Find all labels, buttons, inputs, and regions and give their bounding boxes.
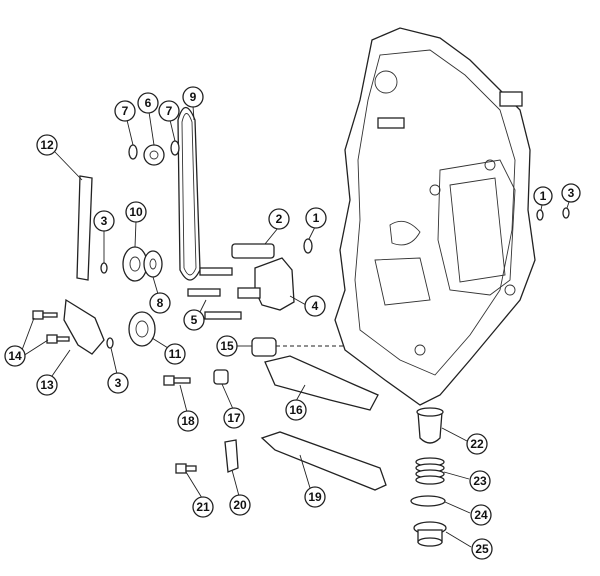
callout-25: 25: [471, 538, 493, 560]
svg-text:11: 11: [169, 347, 182, 361]
svg-text:14: 14: [8, 349, 22, 363]
callout-13: 13: [36, 374, 58, 396]
bushing-17: [213, 369, 229, 385]
callout-6: 6: [137, 92, 159, 114]
plate-13: [63, 298, 105, 355]
spring-23: [415, 457, 445, 485]
bolt-18: [163, 375, 191, 386]
pin-2: [231, 243, 275, 259]
svg-text:9: 9: [190, 90, 197, 104]
svg-text:10: 10: [129, 205, 143, 219]
sprocket-8: [143, 250, 163, 278]
washer-3b: [106, 337, 114, 349]
sprocket-6: [143, 144, 165, 166]
callout-3: 3: [93, 210, 115, 232]
svg-text:12: 12: [40, 138, 54, 152]
svg-text:16: 16: [289, 403, 303, 417]
chain-slipper-16: [264, 355, 379, 411]
callout-22: 22: [466, 433, 488, 455]
callout-3: 3: [107, 372, 129, 394]
callout-11: 11: [164, 343, 186, 365]
leader-lines: [21, 105, 570, 548]
callout-7: 7: [114, 100, 136, 122]
callout-16: 16: [285, 399, 307, 421]
callout-2: 2: [268, 208, 290, 230]
callout-5: 5: [183, 309, 205, 331]
svg-text:15: 15: [220, 339, 234, 353]
chain-guide-19: [260, 431, 387, 491]
callout-7: 7: [158, 100, 180, 122]
callout-14: 14: [4, 345, 26, 367]
svg-text:7: 7: [166, 104, 173, 118]
callout-17: 17: [223, 407, 245, 429]
callout-1: 1: [533, 186, 553, 206]
svg-text:23: 23: [473, 474, 487, 488]
chain-guide-12: [76, 175, 93, 281]
washer-1b: [536, 209, 544, 221]
cap-22: [417, 411, 443, 444]
svg-text:24: 24: [474, 508, 488, 522]
svg-text:7: 7: [122, 104, 129, 118]
svg-text:2: 2: [276, 212, 283, 226]
washer-3c: [562, 207, 570, 219]
svg-text:19: 19: [308, 490, 322, 504]
tensioner-4: [254, 257, 295, 311]
callout-24: 24: [470, 504, 492, 526]
callout-23: 23: [469, 470, 491, 492]
svg-text:17: 17: [227, 411, 241, 425]
svg-text:21: 21: [196, 500, 210, 514]
washer-7a: [128, 144, 138, 160]
callout-15: 15: [216, 335, 238, 357]
callout-20: 20: [229, 494, 251, 516]
washer-3a: [100, 262, 108, 274]
svg-text:25: 25: [475, 542, 489, 556]
svg-text:22: 22: [470, 437, 484, 451]
svg-text:3: 3: [568, 186, 575, 200]
svg-text:8: 8: [157, 296, 164, 310]
washer-7b: [170, 140, 180, 156]
timing-chain: [177, 106, 201, 281]
callout-12: 12: [36, 134, 58, 156]
callout-18: 18: [177, 410, 199, 432]
svg-text:18: 18: [181, 414, 195, 428]
bracket-20: [224, 439, 239, 473]
svg-text:6: 6: [145, 96, 152, 110]
callout-1: 1: [305, 207, 327, 229]
svg-text:13: 13: [40, 378, 54, 392]
svg-text:5: 5: [191, 313, 198, 327]
callout-8: 8: [149, 292, 171, 314]
svg-text:1: 1: [313, 211, 320, 225]
washer-1a: [303, 238, 313, 254]
o-ring-24: [410, 495, 446, 507]
callout-21: 21: [192, 496, 214, 518]
bolts-5: [187, 267, 242, 320]
svg-text:4: 4: [312, 299, 319, 313]
svg-text:20: 20: [233, 498, 247, 512]
callout-4: 4: [304, 295, 326, 317]
callout-3: 3: [561, 183, 581, 203]
plug-25: [413, 521, 447, 547]
roller-15: [251, 337, 277, 357]
svg-text:1: 1: [540, 189, 547, 203]
bolts-14: [32, 310, 70, 344]
bolt-21: [175, 463, 197, 474]
callout-10: 10: [125, 201, 147, 223]
crankcase: [334, 27, 536, 406]
pulley-11: [128, 311, 156, 347]
svg-text:3: 3: [115, 376, 122, 390]
svg-text:3: 3: [101, 214, 108, 228]
callout-9: 9: [182, 86, 204, 108]
callout-19: 19: [304, 486, 326, 508]
